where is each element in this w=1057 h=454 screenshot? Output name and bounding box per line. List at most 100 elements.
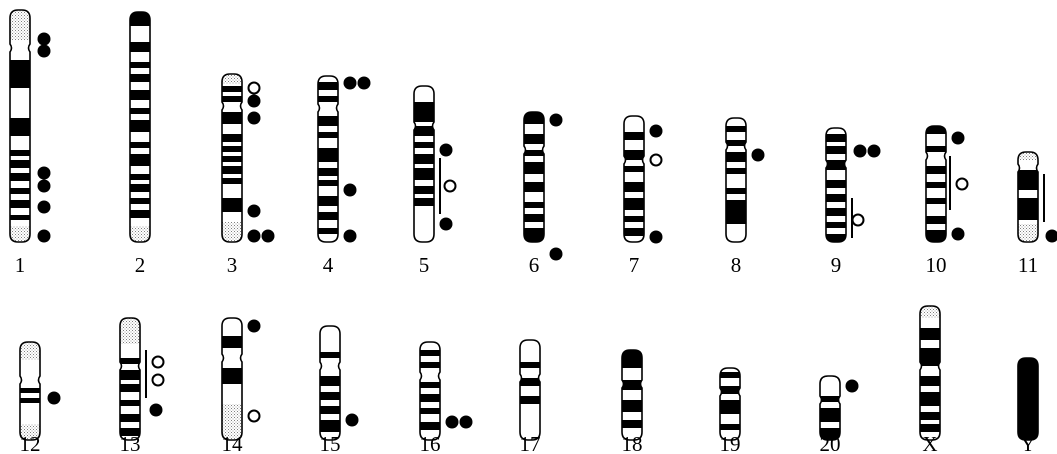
filled-marker bbox=[446, 416, 459, 429]
chromosome-20 bbox=[820, 376, 840, 440]
dark-band bbox=[420, 422, 440, 430]
chromosome-7 bbox=[624, 116, 644, 242]
chromosome-1 bbox=[10, 10, 30, 242]
stippled-band bbox=[10, 226, 30, 242]
chromosome-label-1: 1 bbox=[15, 253, 26, 277]
dark-band bbox=[222, 86, 242, 92]
dark-band bbox=[720, 372, 740, 378]
filled-marker bbox=[346, 414, 359, 427]
chromosome-8 bbox=[726, 118, 746, 242]
chromosome-18 bbox=[622, 350, 642, 440]
chromosome-label-5: 5 bbox=[419, 253, 430, 277]
chromosome-label-6: 6 bbox=[529, 253, 540, 277]
chromosome-label-18: 18 bbox=[622, 432, 643, 454]
filled-marker bbox=[248, 205, 261, 218]
dark-band bbox=[130, 74, 150, 82]
dark-band bbox=[414, 142, 434, 148]
dark-band bbox=[926, 166, 946, 174]
open-marker bbox=[153, 357, 164, 368]
chromosome-label-10: 10 bbox=[926, 253, 947, 277]
dark-band bbox=[726, 188, 746, 194]
filled-marker bbox=[38, 33, 51, 46]
dark-band bbox=[414, 186, 434, 194]
chromosome-label-16: 16 bbox=[420, 432, 441, 454]
chromosome-label-19: 19 bbox=[720, 432, 741, 454]
chromosome-y bbox=[1018, 358, 1038, 440]
chromosome-12 bbox=[20, 342, 40, 440]
chromosome-label-12: 12 bbox=[20, 432, 41, 454]
filled-marker bbox=[344, 230, 357, 243]
dark-band bbox=[222, 178, 242, 184]
dark-band bbox=[1018, 198, 1038, 220]
dark-band bbox=[1018, 170, 1038, 190]
chromosome-label-15: 15 bbox=[320, 432, 341, 454]
filled-marker bbox=[650, 231, 663, 244]
dark-band bbox=[222, 198, 242, 212]
dark-band bbox=[524, 162, 544, 174]
dark-band bbox=[318, 116, 338, 126]
filled-marker bbox=[440, 144, 453, 157]
dark-band bbox=[420, 408, 440, 414]
dark-band bbox=[130, 62, 150, 68]
dark-band bbox=[420, 350, 440, 356]
chromosome-10 bbox=[926, 126, 946, 242]
dark-band bbox=[624, 198, 644, 210]
dark-band bbox=[318, 196, 338, 206]
open-marker bbox=[651, 155, 662, 166]
filled-marker bbox=[38, 201, 51, 214]
dark-band bbox=[222, 146, 242, 152]
stippled-band bbox=[20, 342, 40, 360]
dark-band bbox=[222, 112, 242, 124]
filled-marker bbox=[952, 228, 965, 241]
chromosome-label-11: 11 bbox=[1018, 253, 1038, 277]
dark-band bbox=[130, 90, 150, 100]
dark-band bbox=[320, 376, 340, 386]
dark-band bbox=[414, 168, 434, 180]
filled-marker bbox=[248, 320, 261, 333]
dark-band bbox=[926, 146, 946, 152]
dark-band bbox=[826, 160, 846, 170]
dark-band bbox=[318, 212, 338, 220]
chromosome-label-14: 14 bbox=[222, 432, 244, 454]
filled-marker bbox=[550, 248, 563, 261]
dark-band bbox=[520, 362, 540, 368]
dark-band bbox=[720, 400, 740, 414]
dark-band bbox=[10, 150, 30, 156]
dark-band bbox=[10, 200, 30, 208]
dark-band bbox=[524, 182, 544, 192]
chromosome-11 bbox=[1018, 152, 1038, 242]
dark-band bbox=[920, 392, 940, 406]
dark-band bbox=[120, 370, 140, 380]
dark-band bbox=[10, 160, 30, 168]
dark-band bbox=[318, 96, 338, 102]
dark-band bbox=[222, 134, 242, 142]
filled-marker bbox=[752, 149, 765, 162]
dark-band bbox=[222, 336, 242, 348]
filled-marker bbox=[38, 167, 51, 180]
dark-band bbox=[222, 166, 242, 174]
chromosome-19 bbox=[720, 368, 740, 440]
dark-band bbox=[10, 173, 30, 181]
filled-marker bbox=[460, 416, 473, 429]
filled-marker bbox=[846, 380, 859, 393]
filled-marker bbox=[344, 77, 357, 90]
chromosome-label-20: 20 bbox=[820, 432, 841, 454]
dark-band bbox=[130, 42, 150, 52]
dark-band bbox=[726, 152, 746, 162]
filled-marker bbox=[1046, 230, 1057, 243]
chromosome-14 bbox=[222, 318, 242, 440]
dark-band bbox=[524, 214, 544, 222]
dark-band bbox=[420, 394, 440, 402]
chromosome-15 bbox=[320, 326, 340, 440]
dark-band bbox=[10, 215, 30, 220]
stippled-band bbox=[130, 226, 150, 242]
filled-marker bbox=[248, 230, 261, 243]
filled-marker bbox=[248, 95, 261, 108]
dark-band bbox=[120, 414, 140, 422]
filled-marker bbox=[48, 392, 61, 405]
dark-band bbox=[120, 358, 140, 364]
chromosome-label-8: 8 bbox=[731, 253, 742, 277]
dark-band bbox=[826, 134, 846, 142]
chromosome-label-4: 4 bbox=[323, 253, 334, 277]
dark-band bbox=[826, 194, 846, 202]
